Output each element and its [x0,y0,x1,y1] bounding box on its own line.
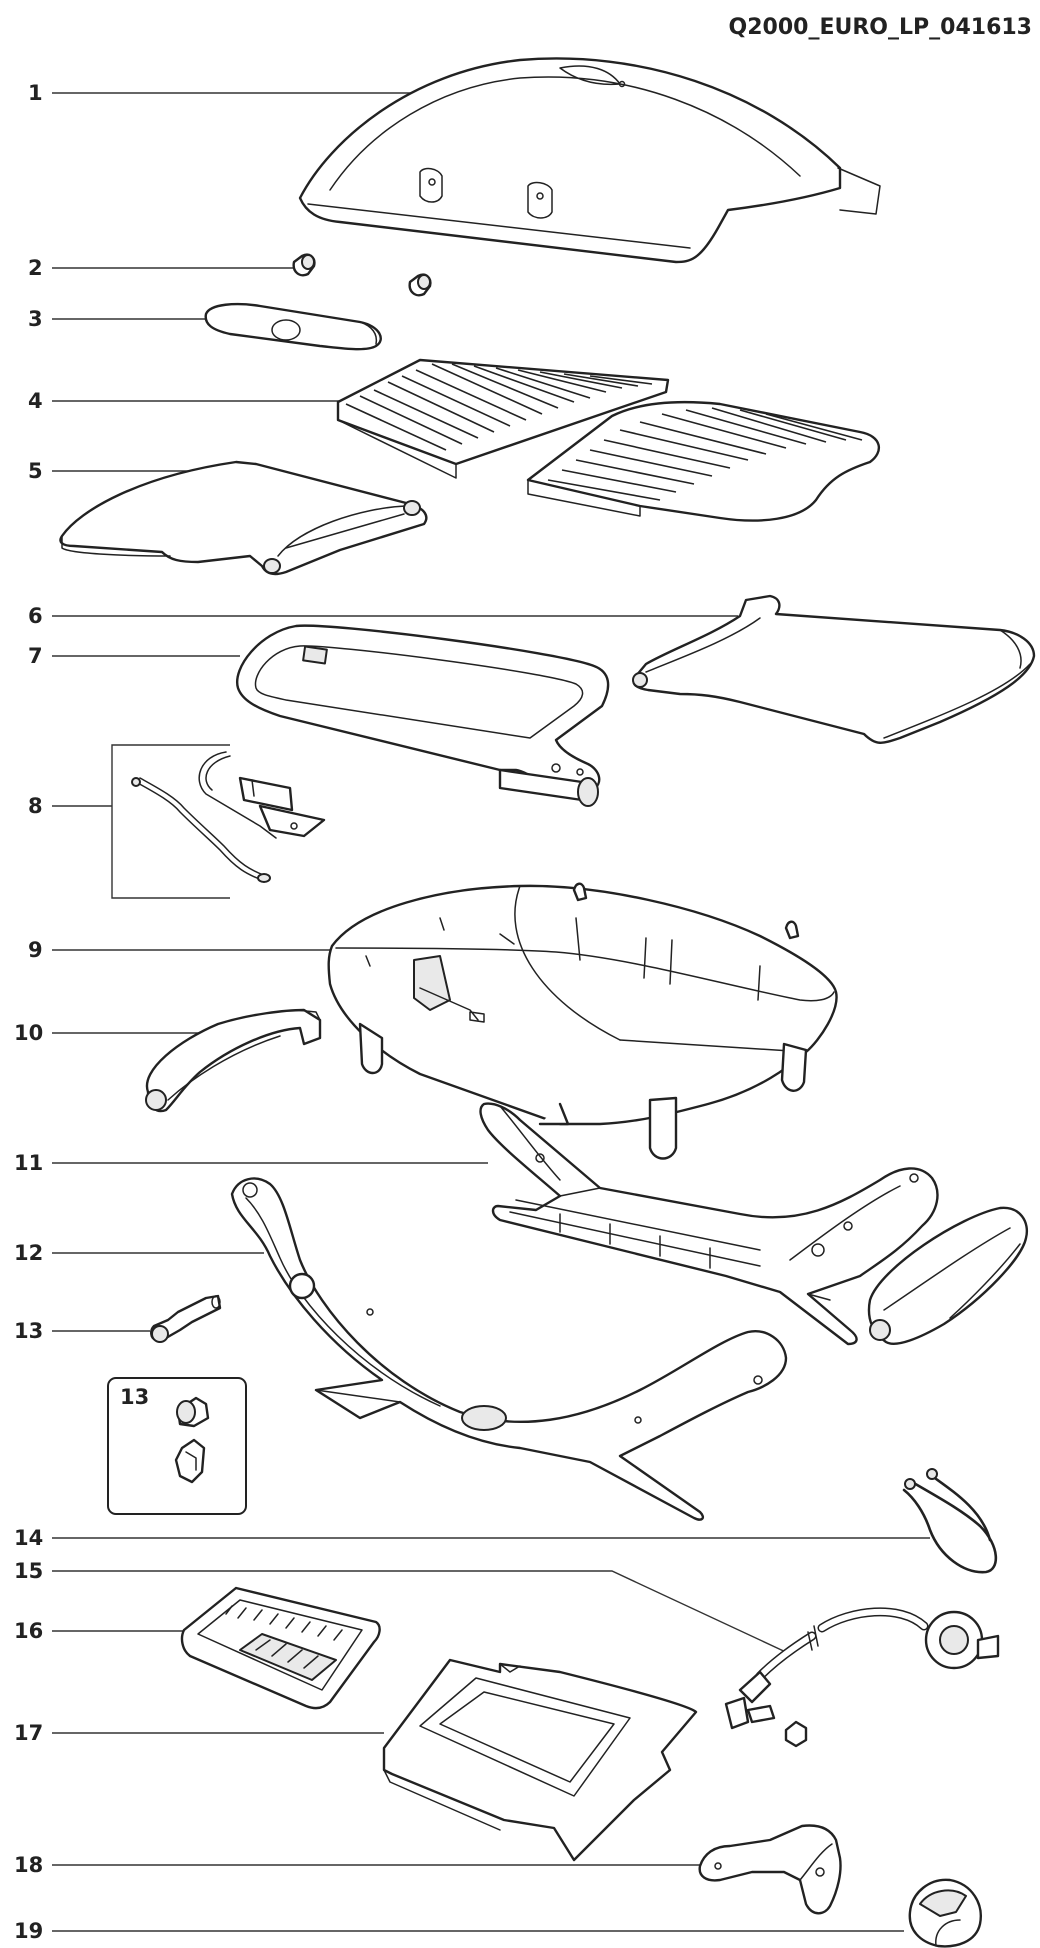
callout-number-11: 11 [14,1151,43,1175]
catch-pan-tray-icon [382,1658,698,1862]
callout-number-8: 8 [28,794,43,818]
igniter-button-icon [150,1294,222,1343]
callout-number-15: 15 [14,1559,43,1583]
callout-number-17: 17 [14,1721,43,1745]
diagram-title: Q2000_EURO_LP_041613 [729,15,1032,40]
igniter-inset-box: 13 [107,1377,247,1515]
lid-icon [298,57,881,264]
callout-number-16: 16 [14,1619,43,1643]
left-side-table-icon [59,460,428,576]
callout-number-2: 2 [28,256,43,280]
hose-clip-icon [902,1468,998,1574]
control-knob-icon [908,1878,982,1948]
cookbox-icon [327,882,838,1160]
callout-number-13: 13 [14,1319,43,1343]
callout-number-12: 12 [14,1241,43,1265]
callout-number-6: 6 [28,604,43,628]
callout-number-14: 14 [14,1526,43,1550]
callout-number-19: 19 [14,1919,43,1943]
callout-number-7: 7 [28,644,43,668]
burner-tube-icon [235,624,610,807]
lid-knob-icon [292,253,432,297]
regulator-hose-icon [724,1607,1000,1748]
callout-number-10: 10 [14,1021,43,1045]
left-frame-icon [479,1102,939,1346]
frame-handle-icon [867,1206,1029,1345]
lid-handle-icon [204,302,382,351]
inset-label: 13 [120,1385,149,1409]
cookbox-handle-icon [145,1008,322,1113]
valve-bracket-icon [698,1824,842,1915]
right-frame-icon [230,1177,788,1521]
callout-number-5: 5 [28,459,43,483]
leader-lines [52,92,930,1932]
callout-number-9: 9 [28,938,43,962]
igniter-kit-icon [111,744,326,899]
callout-number-18: 18 [14,1853,43,1877]
callout-number-1: 1 [28,81,43,105]
callout-number-4: 4 [28,389,43,413]
cooking-grate-icon [336,358,880,522]
drip-pan-icon [180,1586,381,1710]
right-side-table-icon [632,594,1036,744]
callout-numbers: 1 2 3 4 5 6 7 8 9 10 11 12 13 14 15 16 1… [14,81,43,1943]
callout-number-3: 3 [28,307,43,331]
